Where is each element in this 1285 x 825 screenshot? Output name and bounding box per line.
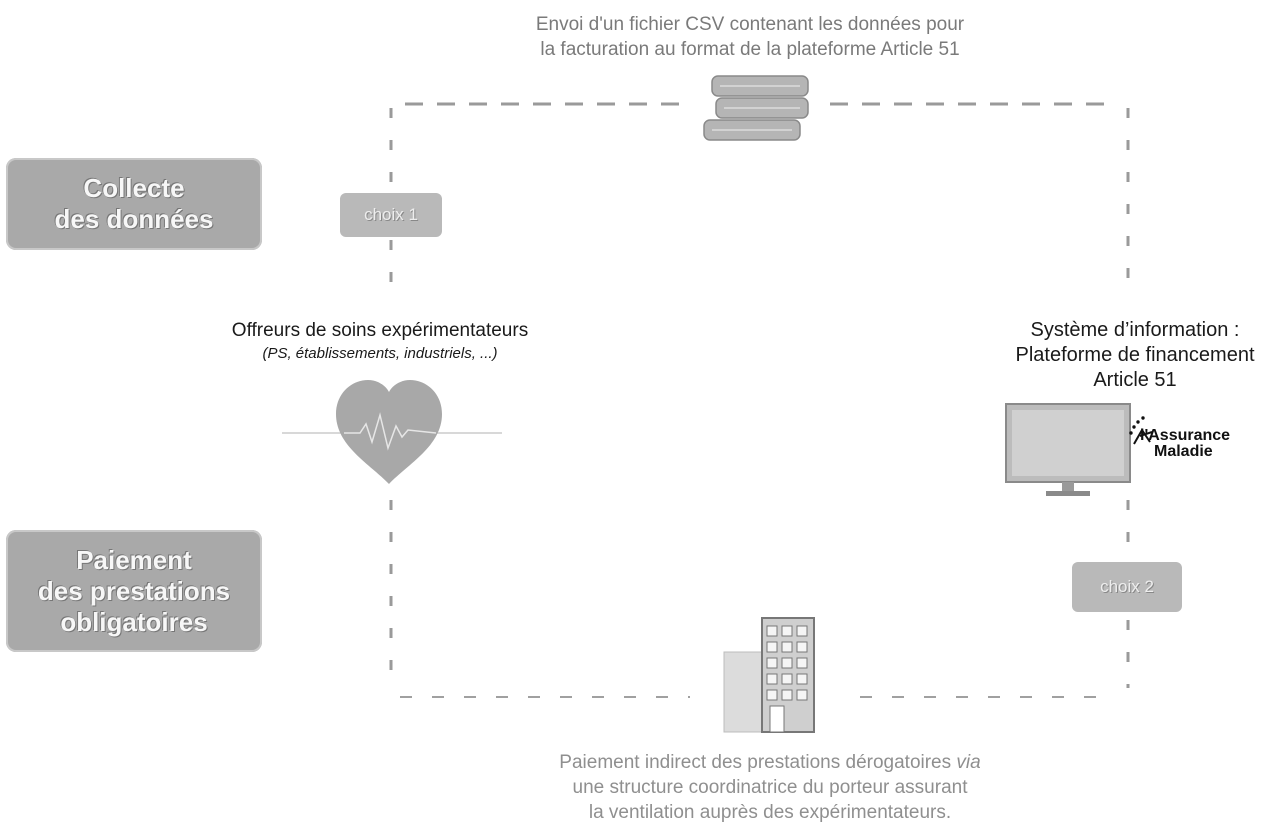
top-caption-line-1: Envoi d'un fichier CSV contenant les don… xyxy=(535,14,965,35)
systeme-information-block: Système d’information : Plateforme de fi… xyxy=(990,318,1280,393)
collecte-label-line-2: des données xyxy=(54,204,214,234)
systeme-line-1: Système d’information : xyxy=(1030,319,1240,341)
paiement-label-line-2: des prestations xyxy=(37,575,231,606)
bottom-caption-line-2: une structure coordinatrice du porteur a… xyxy=(572,777,968,798)
heart-pulse-icon xyxy=(282,380,502,484)
bottom-caption-line-3: la ventilation auprès des expérimentateu… xyxy=(588,802,952,823)
choix-2-badge: choix 2 xyxy=(1072,562,1182,612)
collecte-label-line-1: Collecte xyxy=(83,173,185,203)
systeme-line-2: Plateforme de financement xyxy=(1015,344,1255,366)
assurance-maladie-logo-icon xyxy=(1129,416,1153,445)
top-caption: Envoi d'un fichier CSV contenant les don… xyxy=(430,12,1070,62)
systeme-line-3: Article 51 xyxy=(1093,369,1177,391)
assurance-maladie-logo-text: l'Assurance Maladie xyxy=(1140,428,1230,460)
computer-monitor-icon xyxy=(1005,403,1131,496)
collecte-label: Collecte des données xyxy=(6,158,262,250)
csv-stack-icon xyxy=(703,75,809,141)
bottom-caption-via: via xyxy=(956,752,981,773)
paiement-label-line-1: Paiement xyxy=(76,544,192,575)
logo-line-1: l'Assurance xyxy=(1140,427,1231,444)
offreurs-subtitle: (PS, établissements, industriels, ...) xyxy=(262,345,498,362)
bottom-caption: Paiement indirect des prestations déroga… xyxy=(440,750,1100,825)
paiement-label: Paiement des prestations obligatoires xyxy=(6,530,262,652)
choix-1-badge: choix 1 xyxy=(340,193,442,237)
logo-line-2: Maladie xyxy=(1154,443,1213,460)
building-icon xyxy=(723,617,815,733)
bottom-caption-line-1-text: Paiement indirect des prestations déroga… xyxy=(559,752,957,773)
paiement-label-line-3: obligatoires xyxy=(60,606,208,637)
offreurs-title: Offreurs de soins expérimentateurs xyxy=(231,320,529,341)
bottom-caption-line-1: Paiement indirect des prestations déroga… xyxy=(440,750,1100,775)
top-caption-line-2: la facturation au format de la plateform… xyxy=(540,39,960,60)
